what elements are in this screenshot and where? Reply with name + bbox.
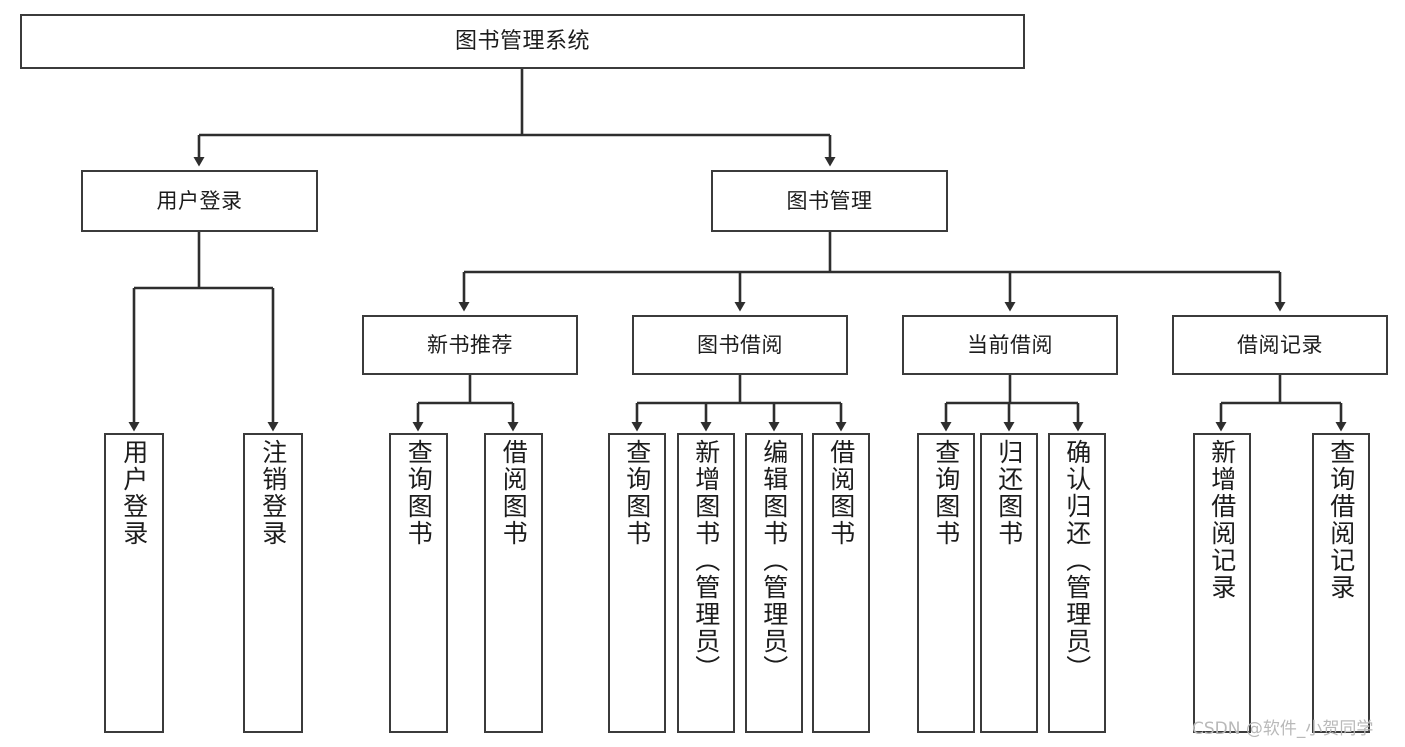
node-book-borrow-label: 图书借阅 (697, 332, 783, 357)
node-user-login[interactable]: 用户登录 (81, 170, 318, 232)
node-current-borrow-label: 当前借阅 (967, 332, 1053, 357)
node-root-label: 图书管理系统 (454, 28, 590, 54)
node-leaf-add-book[interactable]: 新增图书（管理员） (677, 433, 735, 733)
node-book-manage-label: 图书管理 (786, 188, 873, 213)
node-root[interactable]: 图书管理系统 (20, 14, 1025, 69)
node-new-book-rec[interactable]: 新书推荐 (362, 315, 578, 375)
node-leaf-edit-book[interactable]: 编辑图书（管理员） (745, 433, 803, 733)
node-borrow-record[interactable]: 借阅记录 (1172, 315, 1388, 375)
node-leaf-user-login-label: 用户登录 (119, 439, 149, 547)
node-leaf-confirm-return-label: 确认归还（管理员） (1062, 439, 1092, 682)
node-leaf-borrow-book-2-label: 借阅图书 (826, 439, 856, 547)
node-new-book-rec-label: 新书推荐 (427, 332, 513, 357)
node-leaf-logout-label: 注销登录 (258, 439, 288, 547)
node-leaf-borrow-book-2[interactable]: 借阅图书 (812, 433, 870, 733)
node-leaf-add-book-label: 新增图书（管理员） (691, 439, 721, 682)
node-book-manage[interactable]: 图书管理 (711, 170, 948, 232)
node-current-borrow[interactable]: 当前借阅 (902, 315, 1118, 375)
node-leaf-query-book-1[interactable]: 查询图书 (389, 433, 448, 733)
node-leaf-return-book[interactable]: 归还图书 (980, 433, 1038, 733)
node-borrow-record-label: 借阅记录 (1237, 332, 1323, 357)
node-user-login-label: 用户登录 (156, 188, 243, 213)
node-leaf-query-record-label: 查询借阅记录 (1326, 439, 1356, 601)
node-leaf-query-record[interactable]: 查询借阅记录 (1312, 433, 1370, 733)
node-leaf-borrow-book-1-label: 借阅图书 (499, 439, 529, 547)
node-leaf-return-book-label: 归还图书 (994, 439, 1024, 547)
node-book-borrow[interactable]: 图书借阅 (632, 315, 848, 375)
node-leaf-query-book-2[interactable]: 查询图书 (608, 433, 666, 733)
node-leaf-edit-book-label: 编辑图书（管理员） (759, 439, 789, 682)
node-leaf-confirm-return[interactable]: 确认归还（管理员） (1048, 433, 1106, 733)
node-leaf-query-book-1-label: 查询图书 (404, 439, 434, 547)
node-leaf-add-record[interactable]: 新增借阅记录 (1193, 433, 1251, 733)
node-leaf-user-login[interactable]: 用户登录 (104, 433, 164, 733)
node-leaf-query-book-2-label: 查询图书 (622, 439, 652, 547)
node-leaf-borrow-book-1[interactable]: 借阅图书 (484, 433, 543, 733)
node-leaf-query-book-3-label: 查询图书 (931, 439, 961, 547)
node-leaf-query-book-3[interactable]: 查询图书 (917, 433, 975, 733)
node-leaf-add-record-label: 新增借阅记录 (1207, 439, 1237, 601)
csdn-watermark: CSDN @软件_小贺同学 (1192, 719, 1374, 739)
node-leaf-logout[interactable]: 注销登录 (243, 433, 303, 733)
